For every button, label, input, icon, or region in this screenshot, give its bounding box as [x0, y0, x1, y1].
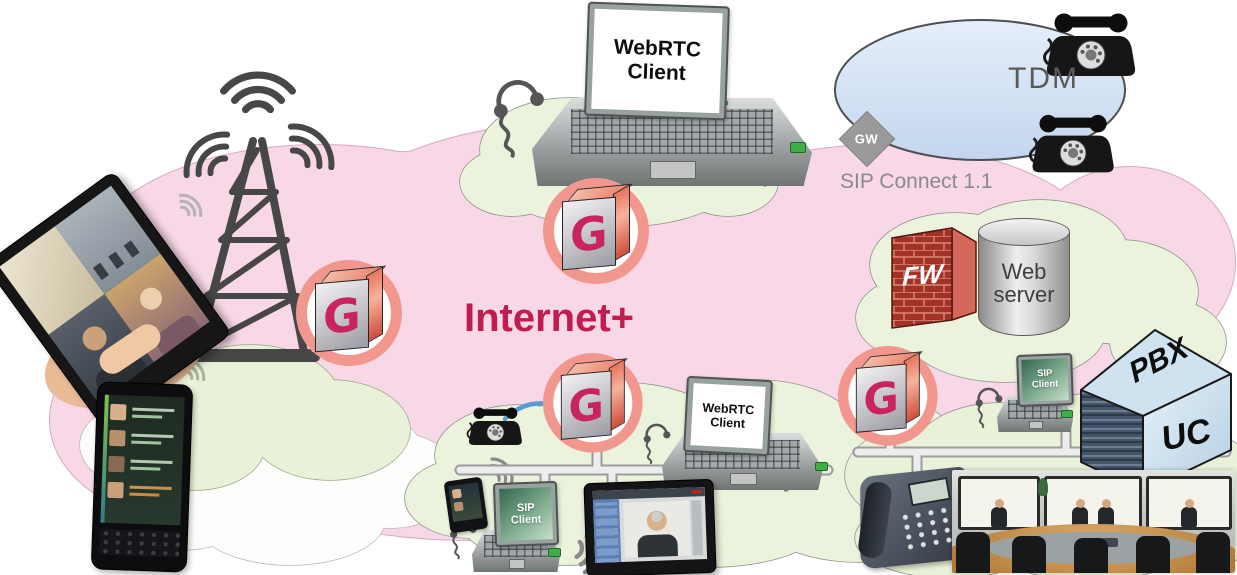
firewall-box: FW: [891, 227, 977, 329]
video-call-screen: [592, 487, 708, 563]
webrtc-client-label: Client: [627, 59, 687, 86]
video-monitor: [583, 478, 717, 575]
smartphone-small: [443, 476, 489, 534]
usb-dongle: [1061, 410, 1073, 418]
firewall-label: FW: [902, 258, 946, 292]
g-logo: G: [863, 370, 899, 426]
radio-waves-icon: [224, 75, 293, 110]
webrtc-client-label: WebRTC: [613, 35, 702, 63]
usb-dongle: [548, 548, 561, 557]
smartphone-screen: [100, 394, 185, 526]
g-logo: G: [568, 377, 604, 433]
uc-label: UC: [1161, 411, 1211, 459]
webrtc-client-label: Client: [709, 415, 746, 431]
smartphone-sip-app: [90, 381, 194, 573]
telepresence-room: [952, 470, 1235, 573]
sip-client-label: SIP: [516, 501, 535, 514]
laptop-webrtc-lan: WebRTC Client: [655, 360, 830, 492]
laptop-sip-lan: SIP Client: [470, 480, 585, 574]
g-gateway-enterprise: G: [838, 346, 938, 446]
internet-label: Internet+: [464, 296, 635, 340]
web-server: Web server: [978, 218, 1070, 348]
web-server-label: Web: [1001, 259, 1047, 284]
g-gateway-mobile: G: [296, 260, 402, 366]
rotary-phone-icon: [1030, 115, 1113, 172]
usb-dongle: [815, 462, 828, 471]
smartphone-keys: [99, 528, 181, 558]
sip-client-label: Client: [1031, 378, 1059, 391]
web-server-label: server: [993, 282, 1055, 308]
g-gateway-webrtc: G: [543, 178, 649, 284]
sip-connect-label: SIP Connect 1.1: [840, 170, 993, 193]
usb-dongle: [790, 142, 806, 153]
gateway-label: GW: [855, 131, 879, 147]
g-logo: G: [323, 286, 361, 345]
g-gateway-home: G: [543, 353, 643, 453]
laptop-webrtc-top: WebRTC Client: [528, 0, 820, 192]
sip-client-label: Client: [510, 513, 542, 527]
laptop-sip-enterprise: SIP Client: [995, 350, 1105, 436]
tdm-label: TDM: [1008, 62, 1079, 95]
pbx-uc-server: PBX UC: [1080, 329, 1232, 493]
rotary-phone-icon: [468, 408, 522, 446]
g-logo: G: [570, 204, 608, 263]
